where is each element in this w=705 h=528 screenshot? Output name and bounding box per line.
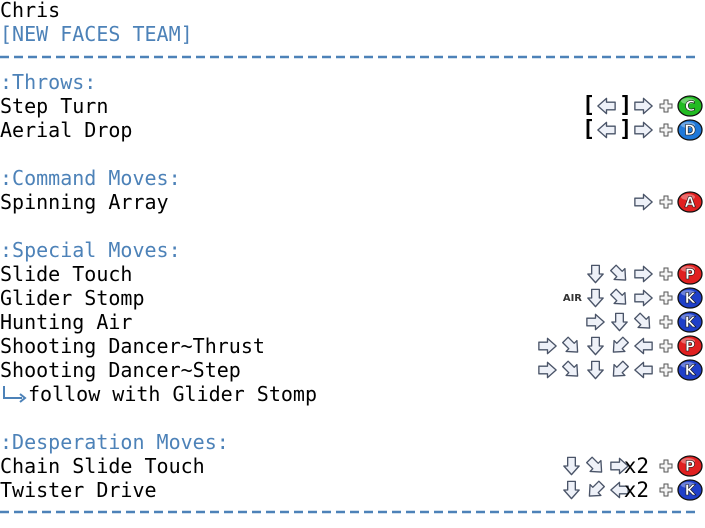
down-arrow-icon: [562, 480, 580, 500]
button-d-icon: D: [677, 119, 703, 141]
bracket-close-icon: ]: [619, 93, 633, 118]
move-input: A: [632, 190, 703, 214]
move-input: [] C: [582, 94, 703, 118]
plus-icon: [659, 123, 673, 137]
follow-up-line: follow with Glider Stomp: [0, 382, 317, 406]
down-right-arrow-icon: [610, 288, 627, 305]
plus-icon: [659, 363, 673, 377]
move-input: x2 K: [560, 478, 703, 502]
button-c-icon: C: [677, 95, 703, 117]
svg-text:P: P: [685, 339, 695, 355]
bracket-open-icon: [: [582, 117, 596, 142]
plus-icon: [659, 99, 673, 113]
svg-text:K: K: [685, 291, 697, 307]
divider-bottom: [0, 510, 700, 514]
down-right-arrow-icon: [634, 312, 651, 329]
svg-text:P: P: [685, 459, 695, 475]
button-k-icon: K: [677, 479, 703, 501]
right-arrow-icon: [609, 457, 629, 475]
svg-text:C: C: [685, 99, 695, 115]
down-right-arrow-icon: [562, 360, 579, 377]
right-arrow-icon: [634, 97, 653, 115]
plus-icon: [659, 291, 673, 305]
move-name: Hunting Air: [0, 310, 133, 334]
down-left-arrow-icon: [612, 336, 629, 353]
down-right-arrow-icon: [585, 456, 602, 473]
button-p-icon: P: [677, 455, 703, 477]
team-name: [NEW FACES TEAM]: [0, 22, 193, 46]
move-input: K: [536, 358, 703, 382]
move-input: [] D: [582, 118, 703, 142]
plus-icon: [659, 459, 673, 473]
svg-text:P: P: [685, 267, 695, 283]
right-arrow-icon: [538, 337, 557, 355]
down-arrow-icon: [587, 336, 604, 356]
svg-text:A: A: [685, 195, 696, 211]
section-command-moves: :Command Moves:: [0, 166, 181, 190]
down-arrow-icon: [587, 360, 604, 380]
move-name: Slide Touch: [0, 262, 133, 286]
right-arrow-icon: [586, 313, 605, 331]
move-name: Spinning Array: [0, 190, 169, 214]
down-arrow-icon: [587, 264, 604, 284]
svg-text:K: K: [685, 363, 697, 379]
left-arrow-icon: [634, 337, 653, 355]
section-throws: :Throws:: [0, 70, 97, 94]
follow-up-arrow-icon: [3, 386, 27, 403]
right-arrow-icon: [634, 265, 653, 283]
plus-icon: [659, 483, 673, 497]
down-right-arrow-icon: [562, 336, 579, 353]
plus-icon: [659, 195, 673, 209]
move-name: Aerial Drop: [0, 118, 133, 142]
button-k-icon: K: [677, 311, 703, 333]
bracket-close-icon: ]: [619, 117, 633, 142]
repeat-count: x2: [623, 478, 649, 502]
move-name: Chain Slide Touch: [0, 454, 205, 478]
down-arrow-icon: [562, 456, 580, 476]
move-input: AIR K: [563, 286, 703, 310]
button-a-icon: A: [677, 191, 703, 213]
character-name: Chris: [0, 0, 61, 22]
down-right-arrow-icon: [610, 264, 627, 281]
move-input: P: [584, 262, 703, 286]
button-k-icon: K: [677, 359, 703, 381]
down-arrow-icon: [611, 312, 628, 332]
move-name: Step Turn: [0, 94, 109, 118]
move-input: x2 P: [560, 454, 703, 478]
move-input: K: [584, 310, 703, 334]
bracket-open-icon: [: [582, 93, 596, 118]
button-p-icon: P: [677, 263, 703, 285]
left-arrow-icon: [597, 97, 616, 115]
down-left-arrow-icon: [612, 360, 629, 377]
right-arrow-icon: [634, 121, 653, 139]
move-name: Shooting Dancer~Step: [0, 358, 241, 382]
move-input: P: [536, 334, 703, 358]
plus-icon: [659, 267, 673, 281]
move-name: Twister Drive: [0, 478, 157, 502]
svg-text:K: K: [685, 483, 697, 499]
button-p-icon: P: [677, 335, 703, 357]
button-k-icon: K: [677, 287, 703, 309]
down-arrow-icon: [587, 288, 604, 308]
section-special-moves: :Special Moves:: [0, 238, 181, 262]
plus-icon: [659, 315, 673, 329]
svg-text:D: D: [684, 123, 696, 139]
down-left-arrow-icon: [588, 480, 605, 497]
svg-text:K: K: [685, 315, 697, 331]
right-arrow-icon: [538, 361, 557, 379]
move-name: Shooting Dancer~Thrust: [0, 334, 265, 358]
left-arrow-icon: [597, 121, 616, 139]
right-arrow-icon: [634, 289, 653, 307]
air-prefix: AIR: [562, 292, 582, 304]
divider-top: [0, 55, 700, 59]
repeat-count: x2: [623, 454, 649, 478]
plus-icon: [659, 339, 673, 353]
section-desperation-moves: :Desperation Moves:: [0, 430, 229, 454]
move-name: follow with Glider Stomp: [28, 382, 317, 406]
right-arrow-icon: [634, 193, 653, 211]
left-arrow-icon: [609, 481, 629, 499]
move-name: Glider Stomp: [0, 286, 145, 310]
left-arrow-icon: [634, 361, 653, 379]
